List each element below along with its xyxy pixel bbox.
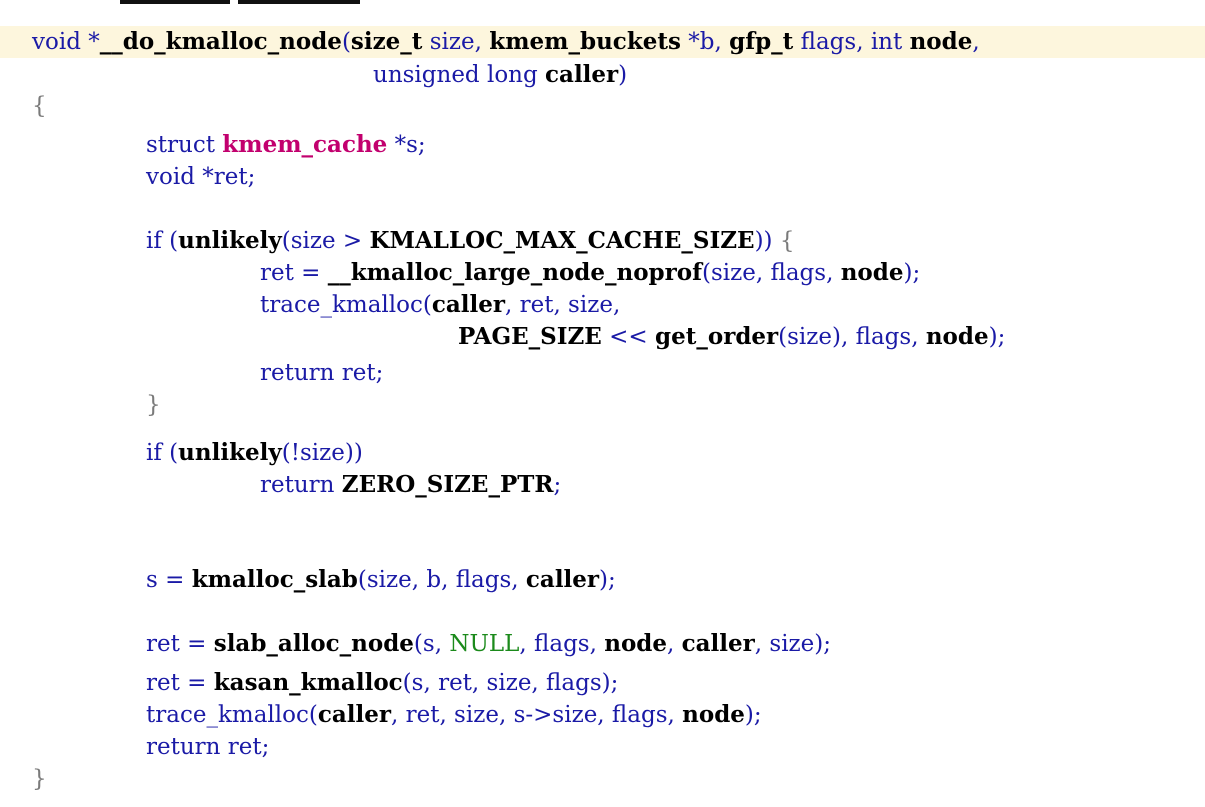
code-line-6[interactable] [0, 193, 146, 225]
code-line-3[interactable]: { [0, 90, 47, 122]
code-line-10[interactable]: PAGE_SIZE << get_order(size), flags, nod… [0, 321, 1005, 353]
code-token: { [32, 93, 47, 119]
code-token: node [604, 630, 667, 657]
code-token: ZERO_SIZE_PTR [341, 471, 554, 498]
code-token: , ret, size, s->size, flags, [390, 702, 683, 728]
code-token: ret = [146, 631, 214, 657]
code-token: ) [618, 62, 628, 88]
code-token: s = [146, 567, 192, 593]
code-token [902, 29, 909, 55]
code-line-20[interactable]: ret = kasan_kmalloc(s, ret, size, flags)… [0, 667, 618, 699]
code-line-16[interactable] [0, 501, 146, 533]
code-token: { [779, 228, 795, 254]
previous-line-fragment [120, 0, 360, 4]
code-token: , [667, 631, 682, 657]
code-token: trace_kmalloc( [146, 702, 318, 728]
code-token: return [260, 472, 342, 498]
code-token: NULL [449, 631, 520, 657]
code-token: (s, ret, size, flags); [402, 670, 619, 696]
code-line-17[interactable]: s = kmalloc_slab(size, b, flags, caller)… [0, 564, 616, 596]
code-token: __kmalloc_large_node_noprof [327, 259, 702, 286]
code-line-7[interactable]: if (unlikely(size > KMALLOC_MAX_CACHE_SI… [0, 225, 794, 257]
code-token: ); [988, 324, 1006, 350]
code-token: void * [32, 29, 100, 55]
code-token: ); [903, 260, 921, 286]
code-line-19[interactable]: ret = slab_alloc_node(s, NULL, flags, no… [0, 628, 831, 660]
code-line-21[interactable]: trace_kmalloc(caller, ret, size, s->size… [0, 699, 762, 731]
code-token: *s; [387, 132, 426, 158]
code-token: slab_alloc_node [213, 630, 414, 657]
code-token: , [972, 29, 980, 55]
code-token: node [840, 259, 904, 286]
code-token: size_t [350, 28, 423, 55]
code-token: node [909, 28, 973, 55]
code-token: unlikely [178, 439, 282, 466]
code-token: } [146, 392, 161, 418]
code-token: return ret; [260, 360, 384, 386]
code-token: } [32, 766, 47, 792]
code-line-4[interactable]: struct kmem_cache *s; [0, 129, 426, 161]
code-token: void *ret; [146, 164, 256, 190]
code-token: << [601, 324, 656, 350]
code-line-8[interactable]: ret = __kmalloc_large_node_noprof(size, … [0, 257, 920, 289]
code-token: (size, flags, [702, 260, 841, 286]
code-line-18[interactable] [0, 596, 146, 628]
code-token: ret = [146, 670, 214, 696]
code-token: KMALLOC_MAX_CACHE_SIZE [369, 227, 755, 254]
code-line-12[interactable]: } [0, 389, 161, 421]
code-line-14[interactable]: if (unlikely(!size)) [0, 437, 363, 469]
code-token: ); [599, 567, 616, 593]
code-token: __do_kmalloc_node [99, 28, 342, 55]
code-token: PAGE_SIZE [458, 323, 602, 350]
code-token: (!size)) [281, 440, 363, 466]
code-line-22[interactable]: return ret; [0, 731, 269, 763]
code-token: caller [545, 61, 619, 88]
code-token: (size > [281, 228, 370, 254]
code-token: trace_kmalloc( [260, 292, 432, 318]
code-token: node [925, 323, 989, 350]
code-token: kmem_cache [222, 131, 388, 158]
code-token: kmalloc_slab [191, 566, 358, 593]
code-token: unsigned long [373, 62, 546, 88]
code-token: caller [431, 291, 505, 318]
code-token: ret = [260, 260, 328, 286]
previous-line-gap [230, 0, 238, 4]
code-token: , size); [754, 631, 831, 657]
code-line-5[interactable]: void *ret; [0, 161, 255, 193]
code-token: , flags, [519, 631, 605, 657]
code-token: *b, [680, 29, 730, 55]
code-line-11[interactable]: return ret; [0, 357, 383, 389]
code-token: (size, b, flags, [357, 567, 526, 593]
code-token: ; [553, 472, 562, 498]
code-token: struct [146, 132, 223, 158]
code-line-1[interactable]: void *__do_kmalloc_node(size_t size, kme… [0, 26, 1205, 58]
code-token: (size), flags, [778, 324, 926, 350]
code-line-2[interactable]: unsigned long caller) [0, 59, 627, 91]
code-token: caller [681, 630, 755, 657]
code-token: ); [744, 702, 762, 728]
code-token: int [870, 29, 903, 55]
code-token: kmem_buckets [489, 28, 681, 55]
code-line-9[interactable]: trace_kmalloc(caller, ret, size, [0, 289, 620, 321]
code-token: gfp_t [729, 28, 794, 55]
code-token: get_order [655, 323, 779, 350]
code-token: , ret, size, [504, 292, 621, 318]
code-token: size, [422, 29, 490, 55]
code-line-23[interactable]: } [0, 763, 47, 795]
code-token: unlikely [178, 227, 282, 254]
code-token: return ret; [146, 734, 270, 760]
code-token: )) [754, 228, 780, 254]
code-token: caller [525, 566, 600, 593]
code-token: ( [341, 29, 351, 55]
code-token: caller [317, 701, 391, 728]
code-token: kasan_kmalloc [213, 669, 403, 696]
code-line-15[interactable]: return ZERO_SIZE_PTR; [0, 469, 561, 501]
code-token: flags, [793, 29, 871, 55]
code-token: node [682, 701, 745, 728]
code-token: if ( [146, 440, 179, 466]
code-token: (s, [413, 631, 450, 657]
code-token: if ( [146, 228, 179, 254]
